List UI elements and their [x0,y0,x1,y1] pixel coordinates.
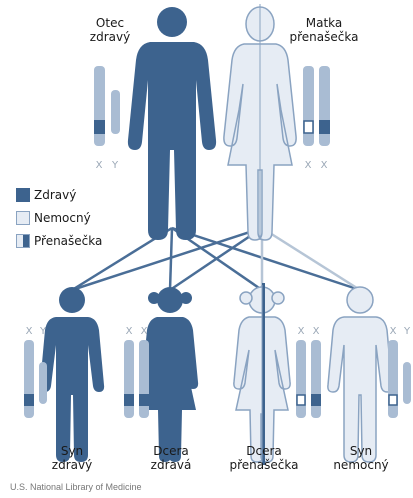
legend-affected: Nemocný [16,211,91,225]
father-label-line2: zdravý [82,30,138,44]
son-affected-figure-icon [328,287,392,462]
chromosome-icon [24,340,34,418]
legend-healthy-swatch [16,188,30,202]
child-label-3-line1: Dcera [224,444,304,458]
legend-carrier: Přenašečka [16,234,102,248]
line-mother-son2 [262,228,360,290]
mother-chromo-x1: X [305,160,312,171]
chromosome-icon [296,340,306,418]
child-label-3-line2: přenašečka [224,458,304,472]
legend-affected-swatch [16,211,30,225]
mother-chromosomes [303,66,330,146]
father-label-line1: Otec [82,16,138,30]
legend-affected-label: Nemocný [34,211,91,225]
child-label-2-line2: zdravá [144,458,198,472]
child-label-2: Dcera zdravá [144,444,198,472]
chromosome-icon [388,340,398,418]
child3-chromo-b: X [313,326,320,337]
father-chromo-y: Y [111,160,119,171]
legend-healthy: Zdravý [16,188,76,202]
legend-carrier-swatch [16,234,30,248]
mother-label-line1: Matka [284,16,364,30]
mother-label-line2: přenašečka [284,30,364,44]
child-label-1-line1: Syn [46,444,98,458]
child-label-4: Syn nemocný [330,444,392,472]
father-figure-icon [128,7,216,240]
child2-chromo-b: X [141,326,148,337]
chromosome-icon [124,340,134,418]
mother-chromo-x2: X [321,160,328,171]
son-healthy-figure-icon [40,287,104,462]
legend-healthy-label: Zdravý [34,188,76,202]
daughter-healthy-chromosomes [124,340,149,418]
child-label-1: Syn zdravý [46,444,98,472]
chromosome-icon [111,90,120,134]
son-affected-chromosomes [388,340,411,418]
child1-chromo-b: Y [39,326,47,337]
child2-chromo-a: X [126,326,133,337]
chromosome-icon [311,340,321,418]
father-chromosomes [94,66,120,146]
child1-chromo-a: X [26,326,33,337]
child-label-4-line1: Syn [330,444,392,458]
daughter-healthy-figure-icon [142,287,198,462]
inheritance-lines [72,228,360,290]
child4-chromo-b: Y [403,326,411,337]
daughter-carrier-figure-icon [234,283,294,465]
child4-chromo-a: X [390,326,397,337]
daughter-carrier-chromosomes [296,340,321,418]
legend-carrier-label: Přenašečka [34,234,102,248]
child3-chromo-a: X [298,326,305,337]
chromosome-icon [403,362,411,404]
child-label-3: Dcera přenašečka [224,444,304,472]
mother-label: Matka přenašečka [284,16,364,44]
father-label: Otec zdravý [82,16,138,44]
child-label-4-line2: nemocný [330,458,392,472]
father-chromo-x: X [96,160,103,171]
child-label-1-line2: zdravý [46,458,98,472]
chromosome-icon [39,362,47,404]
credit-text: U.S. National Library of Medicine [10,482,142,492]
child-label-2-line1: Dcera [144,444,198,458]
chromosome-icon [303,66,314,146]
chromosome-icon [139,340,149,418]
